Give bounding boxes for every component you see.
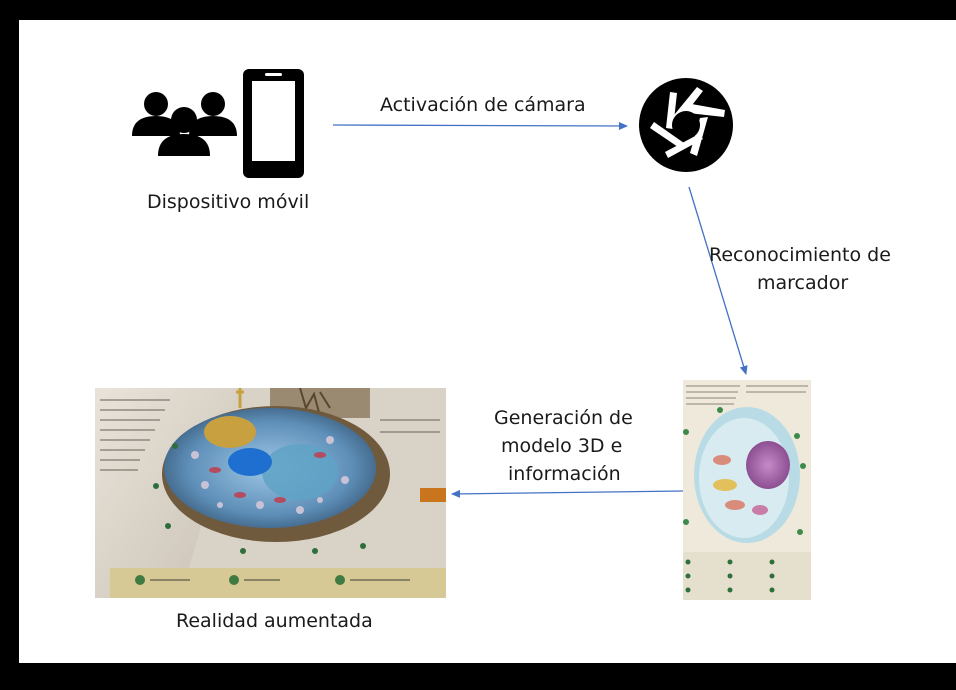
model-generation-label-line1: Generación de (494, 407, 633, 429)
smartphone-icon (243, 69, 304, 178)
arrow-model-generation (451, 489, 684, 498)
augmented-reality-label: Realidad aumentada (176, 610, 373, 632)
camera-aperture-icon (639, 78, 733, 172)
augmented-reality-cell-photo (95, 388, 446, 598)
marker-recognition-label-line1: Reconocimiento de (709, 244, 891, 266)
marker-recognition-label-line2: marcador (757, 272, 849, 294)
users-icon (132, 92, 237, 156)
camera-activation-label: Activación de cámara (380, 94, 586, 116)
model-generation-label-line2: modelo 3D e (501, 435, 623, 457)
arrow-camera-activation (332, 121, 628, 130)
model-generation-label-line3: información (508, 463, 621, 485)
frame-bottom-border (0, 663, 956, 690)
device-label: Dispositivo móvil (147, 191, 310, 213)
textbook-cell-marker-photo (683, 380, 811, 600)
arrow-marker-recognition (688, 186, 748, 375)
